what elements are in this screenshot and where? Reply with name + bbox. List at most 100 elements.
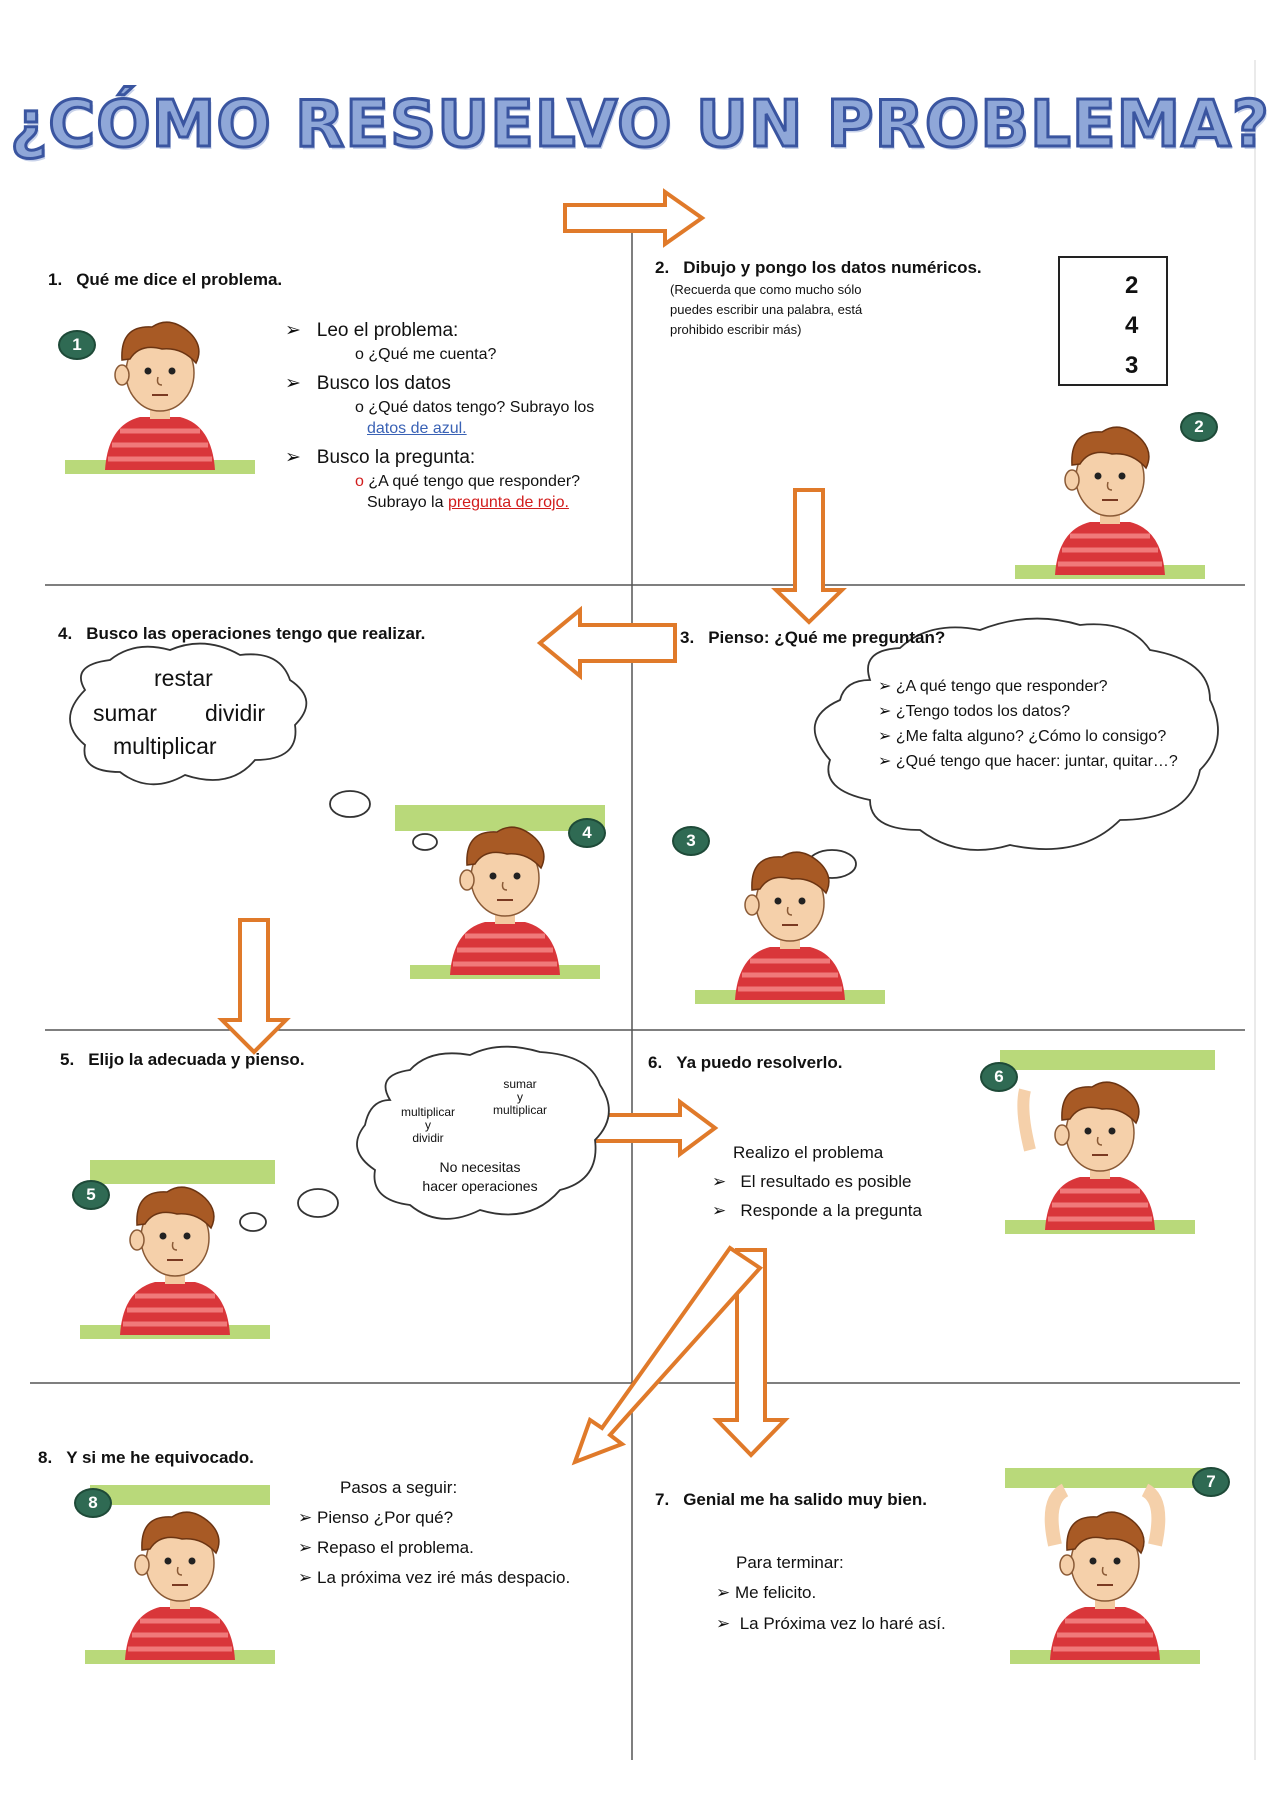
step8-line: ➢ La próxima vez iré más despacio. xyxy=(298,1565,570,1590)
arrow-diagonal-icon xyxy=(571,1245,764,1466)
step-title: Qué me dice el problema. xyxy=(76,270,283,289)
step-badge: 4 xyxy=(568,818,606,848)
thought-cloud xyxy=(239,1045,610,1232)
step-number: 8. xyxy=(38,1448,53,1467)
list-item: El resultado es posible xyxy=(740,1172,912,1191)
step8-line: ➢ Pienso ¿Por qué? xyxy=(298,1505,453,1530)
step8-line: Pasos a seguir: xyxy=(340,1478,458,1497)
step3-heading: 3. Pienso: ¿Qué me preguntan? xyxy=(680,628,945,648)
arrowhead-bullet-icon: ➢ xyxy=(878,703,892,720)
cloud-word: multiplicar xyxy=(492,1103,547,1117)
step-number: 5. xyxy=(60,1050,75,1069)
question-item: ¿Me falta alguno? ¿Cómo lo consigo? xyxy=(895,728,1167,745)
boy-illustration xyxy=(695,852,885,1004)
arrowhead-bullet-icon: ➢ xyxy=(285,373,301,394)
boy-illustration xyxy=(1010,1512,1200,1664)
arrow-down-icon xyxy=(771,488,847,625)
arrow-right-icon xyxy=(563,188,706,248)
question-item: ¿Qué tengo que hacer: juntar, quitar…? xyxy=(895,753,1178,770)
step-number: 4. xyxy=(58,624,73,643)
cloud-word: hacer operaciones xyxy=(422,1178,538,1194)
fruit-counts: 2 4 3 xyxy=(1125,266,1138,386)
question-item: ¿A qué tengo que responder? xyxy=(895,678,1108,695)
operation-multiplicar: multiplicar xyxy=(113,733,217,759)
list-item: Busco la pregunta: xyxy=(316,447,476,468)
cloud-word: No necesitas xyxy=(439,1159,521,1175)
list-subitem: ¿A qué tengo que responder? xyxy=(368,473,581,490)
step-badge: 5 xyxy=(72,1180,110,1210)
list-subitem: ¿Qué me cuenta? xyxy=(368,346,497,363)
list-item: Responde a la pregunta xyxy=(740,1201,922,1220)
operation-restar: restar xyxy=(154,665,213,691)
cloud-word: y xyxy=(425,1118,431,1132)
apple-count: 2 xyxy=(1125,272,1139,299)
step7-line: ➢ La Próxima vez lo haré así. xyxy=(716,1611,946,1636)
step8-heading: 8. Y si me he equivocado. xyxy=(38,1448,254,1468)
arrowhead-bullet-icon: ➢ xyxy=(285,447,301,468)
step-number: 7. xyxy=(655,1490,670,1509)
step-number: 2. xyxy=(655,258,670,277)
list-item: La Próxima vez lo haré así. xyxy=(739,1614,946,1633)
step1-list: ➢ Leo el problema: o ¿Qué me cuenta? ➢ B… xyxy=(285,320,595,511)
step-title: Pienso: ¿Qué me preguntan? xyxy=(708,628,946,647)
underlined-red-text: pregunta de rojo. xyxy=(447,494,569,511)
arrowhead-bullet-icon: ➢ xyxy=(878,753,892,770)
step7-heading: 7. Genial me ha salido muy bien. xyxy=(655,1490,927,1510)
step-number: 1. xyxy=(48,270,63,289)
pear-count: 3 xyxy=(1125,352,1139,379)
step-title: Genial me ha salido muy bien. xyxy=(683,1490,927,1509)
cloud-option: No necesitas hacer operaciones xyxy=(410,1158,550,1196)
step-title: Busco las operaciones tengo que realizar… xyxy=(86,624,426,643)
step-number: 3. xyxy=(680,628,695,647)
step7-line: ➢ Me felicito. xyxy=(716,1580,816,1605)
step-badge: 6 xyxy=(980,1062,1018,1092)
step6-heading: 6. Ya puedo resolverlo. xyxy=(648,1053,842,1073)
step2-note: (Recuerda que como mucho sólo puedes esc… xyxy=(670,280,862,340)
boy-illustration xyxy=(410,827,600,979)
list-item: Repaso el problema. xyxy=(316,1538,474,1557)
operation-sumar: sumar xyxy=(93,700,157,726)
list-item: Pienso ¿Por qué? xyxy=(316,1508,454,1527)
cloud-word: sumar xyxy=(503,1077,537,1091)
step-badge: 2 xyxy=(1180,412,1218,442)
arrowhead-bullet-icon: ➢ xyxy=(878,728,892,745)
question-item: ¿Tengo todos los datos? xyxy=(895,703,1071,720)
list-item: Busco los datos xyxy=(316,373,451,394)
arrowhead-bullet-icon: ➢ xyxy=(712,1201,727,1220)
step2-heading: 2.Dibujo y pongo los datos numéricos. xyxy=(655,258,982,278)
arrow-down-icon xyxy=(217,918,291,1055)
boy-illustration xyxy=(80,1187,270,1339)
arrowhead-bullet-icon: ➢ xyxy=(298,1508,313,1527)
step4-heading: 4. Busco las operaciones tengo que realiz… xyxy=(58,624,425,644)
step6-line: Realizo el problema xyxy=(733,1143,884,1162)
step3-questions: ➢ ¿A qué tengo que responder? ➢ ¿Tengo t… xyxy=(878,674,1178,774)
step6-line: ➢ Responde a la pregunta xyxy=(712,1198,922,1223)
note-line: (Recuerda que como mucho sólo xyxy=(670,282,862,297)
boy-illustration xyxy=(1015,427,1205,579)
cloud-word: y xyxy=(517,1090,523,1104)
step-title: Ya puedo resolverlo. xyxy=(676,1053,843,1072)
step-title: Y si me he equivocado. xyxy=(66,1448,254,1467)
arrowhead-bullet-icon: ➢ xyxy=(285,320,301,341)
fruit-count-box xyxy=(1058,256,1168,386)
arrow-right-icon xyxy=(578,1098,719,1158)
list-subitem: Subrayo la xyxy=(367,494,444,511)
cloud-option: sumar y multiplicar xyxy=(490,1078,550,1117)
cloud-word: multiplicar xyxy=(400,1105,455,1119)
cloud-word: dividir xyxy=(412,1131,444,1145)
arrowhead-bullet-icon: ➢ xyxy=(716,1583,731,1602)
step-badge: 8 xyxy=(74,1488,112,1518)
arrowhead-bullet-icon: ➢ xyxy=(298,1568,313,1587)
note-line: prohibido escribir más) xyxy=(670,322,802,337)
list-subitem: ¿Qué datos tengo? Subrayo los xyxy=(368,399,595,416)
step-badge: 7 xyxy=(1192,1467,1230,1497)
boy-illustration xyxy=(85,1512,275,1664)
arrowhead-bullet-icon: ➢ xyxy=(716,1614,731,1633)
step-badge: 1 xyxy=(58,330,96,360)
list-item: Me felicito. xyxy=(734,1583,817,1602)
page-title: ¿CÓMO RESUELVO UN PROBLEMA? xyxy=(9,87,1271,164)
list-item: La próxima vez iré más despacio. xyxy=(316,1568,571,1587)
step6-line: ➢ El resultado es posible xyxy=(712,1169,911,1194)
step-number: 6. xyxy=(648,1053,663,1072)
